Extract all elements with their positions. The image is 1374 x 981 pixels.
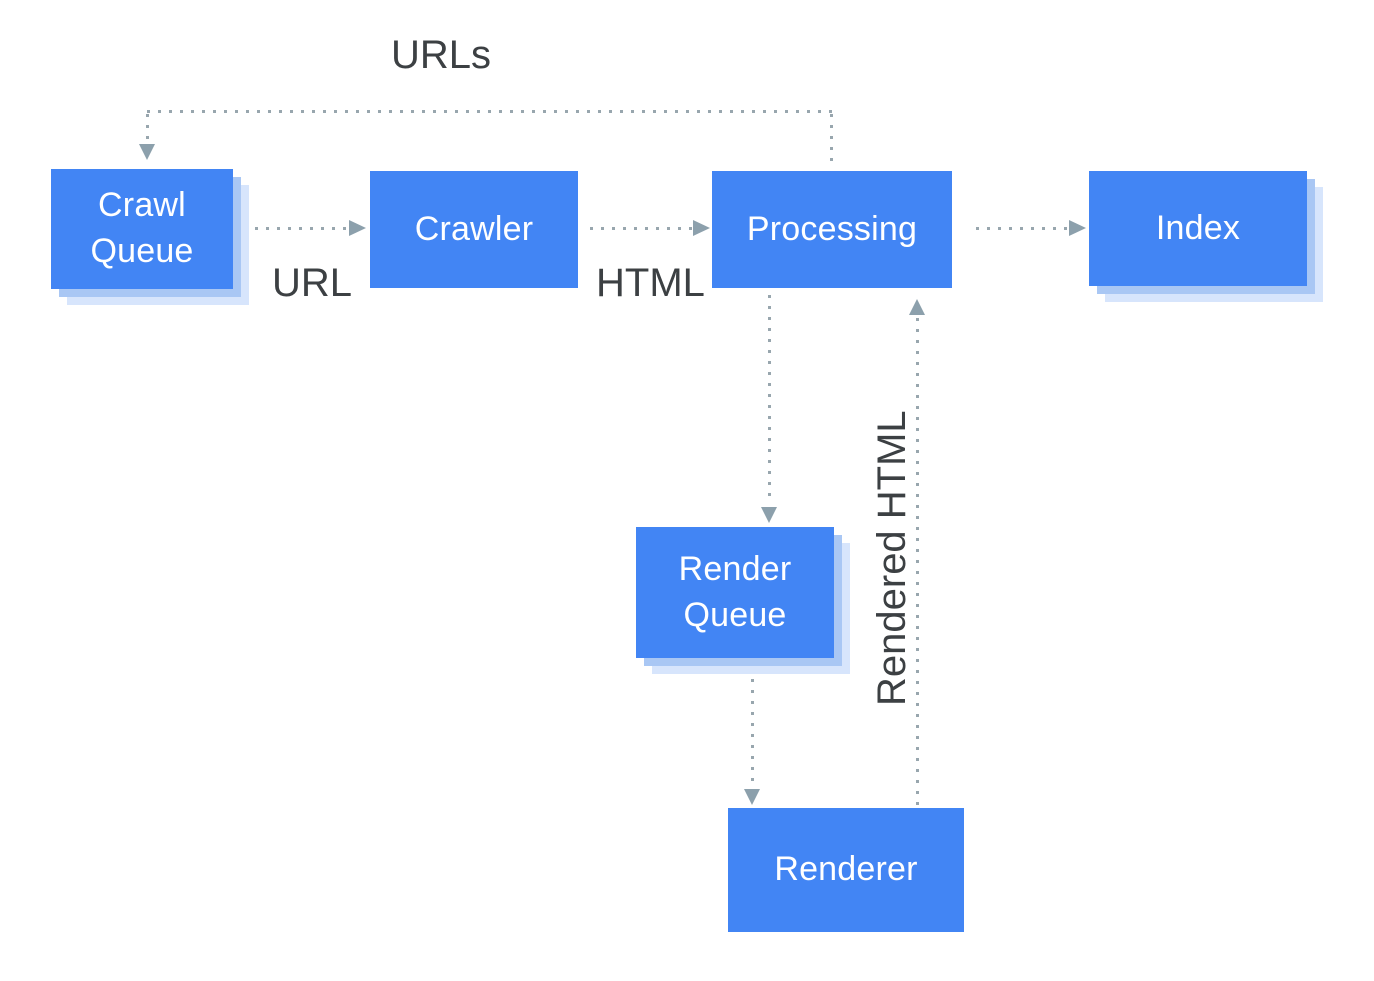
arrowhead-right-icon bbox=[1069, 220, 1086, 236]
arrowhead-down-icon bbox=[744, 789, 760, 805]
node-renderer: Renderer bbox=[728, 808, 964, 932]
arrowhead-right-icon bbox=[693, 220, 710, 236]
edge-processing-to-crawl-queue-line-top bbox=[147, 110, 832, 113]
arrowhead-right-icon bbox=[349, 220, 366, 236]
node-crawler: Crawler bbox=[370, 171, 578, 288]
edge-label-url: URL bbox=[272, 261, 353, 305]
edge-label-html: HTML bbox=[596, 261, 705, 305]
node-render-queue: Render Queue bbox=[636, 527, 834, 658]
node-index: Index bbox=[1089, 171, 1307, 286]
edge-processing-to-render-queue-line bbox=[768, 295, 771, 504]
node-processing: Processing bbox=[712, 171, 952, 288]
arrowhead-up-icon bbox=[909, 299, 925, 315]
edge-crawler-to-processing-line bbox=[590, 227, 693, 230]
edge-renderer-to-processing-line bbox=[916, 318, 919, 808]
edge-label-urls: URLs bbox=[391, 33, 492, 77]
arrowhead-down-icon bbox=[761, 507, 777, 523]
edge-processing-to-index-line bbox=[976, 227, 1068, 230]
edge-crawl-queue-to-crawler-line bbox=[244, 227, 349, 230]
node-crawl-queue: Crawl Queue bbox=[51, 169, 233, 289]
arrowhead-down-icon bbox=[139, 144, 155, 160]
edge-processing-to-crawl-queue-line-right bbox=[830, 114, 833, 167]
edge-label-rendered-html: Rendered HTML bbox=[870, 410, 914, 706]
edge-processing-to-crawl-queue-line-left bbox=[146, 114, 149, 142]
edge-render-queue-to-renderer-line bbox=[751, 679, 754, 786]
